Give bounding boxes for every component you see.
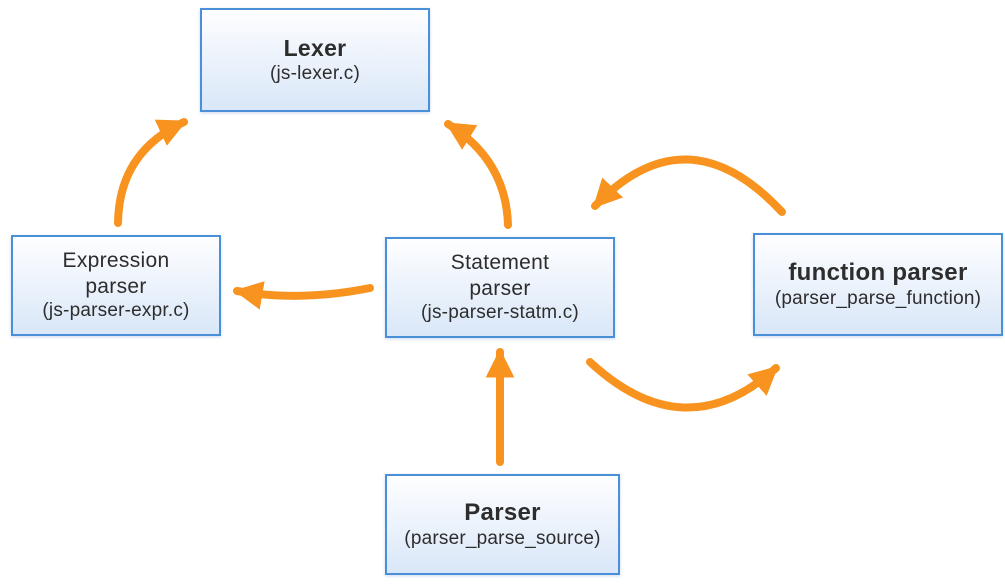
edge-function-parser-to-statement-parser <box>591 155 786 216</box>
edge-statement-parser-to-function-parser <box>586 358 780 412</box>
node-statement-parser-subtitle: (js-parser-statm.c) <box>421 302 579 324</box>
node-statement-parser: Statement parser (js-parser-statm.c) <box>385 237 615 338</box>
node-parser: Parser (parser_parse_source) <box>385 474 620 575</box>
node-expression-parser: Expression parser (js-parser-expr.c) <box>11 235 221 336</box>
node-statement-parser-title: Statement parser <box>450 251 550 300</box>
node-expression-parser-title: Expression parser <box>62 249 170 298</box>
node-lexer: Lexer (js-lexer.c) <box>200 8 430 112</box>
node-expression-parser-subtitle: (js-parser-expr.c) <box>42 300 190 322</box>
edge-expression-parser-to-lexer <box>114 118 188 227</box>
node-lexer-subtitle: (js-lexer.c) <box>269 63 360 85</box>
edge-statement-parser-to-expression-parser <box>233 281 374 310</box>
node-parser-subtitle: (parser_parse_source) <box>404 528 601 550</box>
node-lexer-title: Lexer <box>283 35 347 62</box>
node-parser-title: Parser <box>464 498 541 526</box>
node-function-parser-subtitle: (parser_parse_function) <box>774 288 982 310</box>
node-function-parser: function parser (parser_parse_function) <box>753 233 1003 336</box>
edge-statement-parser-to-lexer <box>444 120 512 229</box>
node-function-parser-title: function parser <box>788 258 968 286</box>
